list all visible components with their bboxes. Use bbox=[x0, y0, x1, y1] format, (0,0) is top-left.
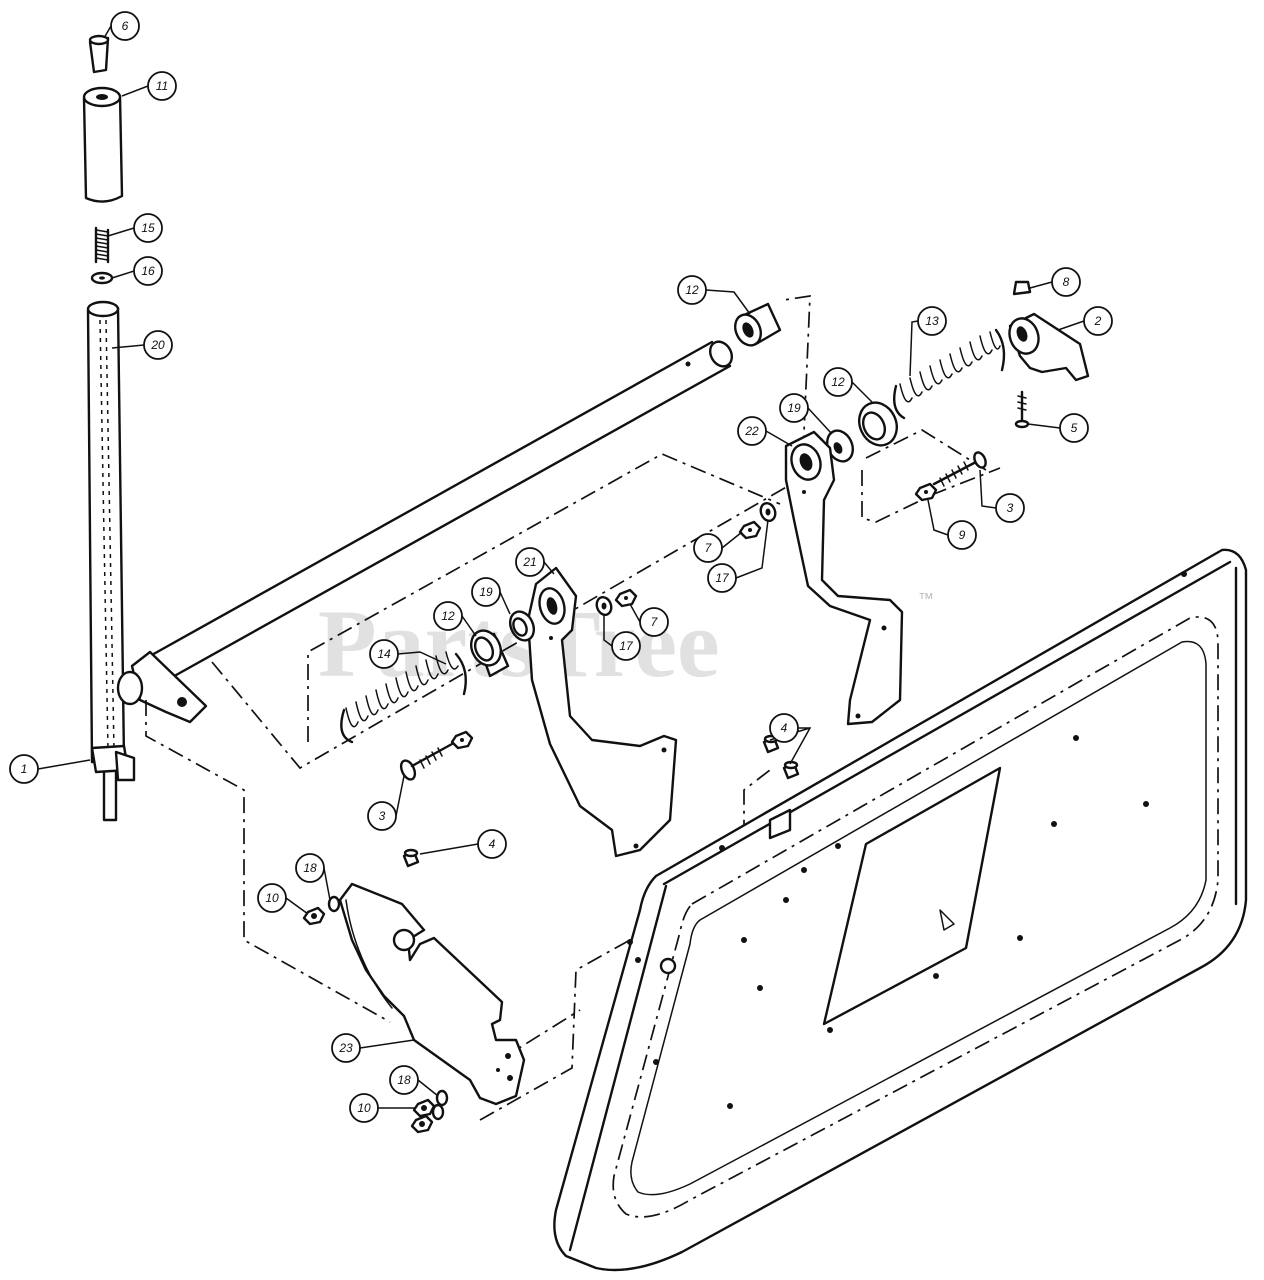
callout-1: 1 bbox=[9, 754, 39, 784]
callout-6: 6 bbox=[110, 11, 140, 41]
part-spacer-bushing-left bbox=[470, 610, 536, 678]
svg-text:22: 22 bbox=[744, 424, 759, 438]
callouts: 6 11 15 16 20 1 12 8 2 5 13 12 19 22 3 9… bbox=[9, 11, 1113, 1123]
callout-4-left: 4 bbox=[477, 829, 507, 859]
callout-12-left: 12 bbox=[433, 601, 463, 631]
callout-2: 2 bbox=[1083, 306, 1113, 336]
svg-text:18: 18 bbox=[397, 1073, 411, 1087]
callout-20: 20 bbox=[143, 330, 173, 360]
callout-7-right: 7 bbox=[693, 533, 723, 563]
svg-text:4: 4 bbox=[489, 837, 496, 851]
svg-text:20: 20 bbox=[150, 338, 165, 352]
part-right-spring bbox=[892, 328, 1006, 420]
svg-text:14: 14 bbox=[377, 647, 391, 661]
svg-text:1: 1 bbox=[21, 762, 28, 776]
part-bolt-right bbox=[932, 451, 987, 487]
svg-text:19: 19 bbox=[787, 401, 801, 415]
part-main-shaft bbox=[116, 340, 734, 724]
callout-13: 13 bbox=[917, 306, 947, 336]
callout-3-left: 3 bbox=[367, 801, 397, 831]
svg-text:5: 5 bbox=[1071, 421, 1078, 435]
callout-12-right: 12 bbox=[823, 367, 853, 397]
part-washer bbox=[90, 271, 114, 285]
callout-4-right: 4 bbox=[769, 713, 799, 743]
part-small-spring bbox=[94, 226, 110, 264]
part-spacer-right bbox=[825, 429, 855, 463]
part-bushing-top bbox=[733, 302, 782, 347]
callout-5: 5 bbox=[1059, 413, 1089, 443]
svg-text:12: 12 bbox=[831, 375, 845, 389]
part-bushing-right bbox=[858, 401, 898, 447]
part-left-spring bbox=[340, 651, 467, 744]
part-left-pedal-arm bbox=[526, 566, 678, 858]
svg-text:13: 13 bbox=[925, 314, 939, 328]
part-nut-right bbox=[914, 482, 938, 502]
svg-text:18: 18 bbox=[303, 861, 317, 875]
part-right-pedal-arm bbox=[784, 430, 904, 726]
callout-10-upper: 10 bbox=[257, 883, 287, 913]
callout-14: 14 bbox=[369, 639, 399, 669]
svg-text:17: 17 bbox=[715, 571, 730, 585]
svg-text:12: 12 bbox=[441, 609, 455, 623]
callout-21: 21 bbox=[515, 547, 545, 577]
callout-7-left: 7 bbox=[639, 607, 669, 637]
callout-12-top: 12 bbox=[677, 275, 707, 305]
svg-text:21: 21 bbox=[522, 555, 536, 569]
callout-17-right: 17 bbox=[707, 563, 737, 593]
part-fasteners-left-plate bbox=[302, 848, 449, 1134]
part-right-bracket bbox=[1008, 280, 1090, 429]
svg-text:8: 8 bbox=[1063, 275, 1070, 289]
svg-text:23: 23 bbox=[338, 1041, 353, 1055]
part-washer-nut-left bbox=[595, 588, 638, 616]
callout-11: 11 bbox=[147, 71, 177, 101]
callout-9: 9 bbox=[947, 520, 977, 550]
svg-text:2: 2 bbox=[1094, 314, 1102, 328]
svg-text:10: 10 bbox=[265, 891, 279, 905]
callout-18-lower: 18 bbox=[389, 1065, 419, 1095]
callout-19-right: 19 bbox=[779, 393, 809, 423]
svg-text:16: 16 bbox=[141, 264, 155, 278]
callout-18-upper: 18 bbox=[295, 853, 325, 883]
callout-3-right: 3 bbox=[995, 493, 1025, 523]
svg-text:3: 3 bbox=[379, 809, 386, 823]
svg-text:7: 7 bbox=[651, 615, 659, 629]
svg-text:12: 12 bbox=[685, 283, 699, 297]
svg-text:19: 19 bbox=[479, 585, 493, 599]
svg-text:7: 7 bbox=[705, 541, 713, 555]
part-floor-panel bbox=[553, 548, 1248, 1272]
callout-19-left: 19 bbox=[471, 577, 501, 607]
callout-8: 8 bbox=[1051, 267, 1081, 297]
callout-16: 16 bbox=[133, 256, 163, 286]
callout-15: 15 bbox=[133, 213, 163, 243]
svg-text:17: 17 bbox=[619, 639, 634, 653]
svg-text:15: 15 bbox=[141, 221, 155, 235]
watermark-trademark: ™ bbox=[918, 591, 934, 608]
svg-text:4: 4 bbox=[781, 721, 788, 735]
part-lever-base bbox=[90, 744, 136, 822]
part-handle-tube bbox=[86, 300, 126, 764]
svg-text:10: 10 bbox=[357, 1101, 371, 1115]
part-control-plate bbox=[338, 882, 526, 1106]
part-bolt-left bbox=[399, 730, 474, 781]
callout-10-lower: 10 bbox=[349, 1093, 379, 1123]
callout-17-left: 17 bbox=[611, 631, 641, 661]
callout-23: 23 bbox=[331, 1033, 361, 1063]
part-washer-nut-right bbox=[738, 502, 777, 540]
svg-text:11: 11 bbox=[156, 79, 168, 93]
part-cap bbox=[88, 34, 110, 74]
callout-22: 22 bbox=[737, 416, 767, 446]
svg-text:3: 3 bbox=[1007, 501, 1014, 515]
svg-text:6: 6 bbox=[122, 19, 129, 33]
part-grip-sleeve bbox=[82, 86, 124, 203]
svg-text:9: 9 bbox=[959, 528, 966, 542]
